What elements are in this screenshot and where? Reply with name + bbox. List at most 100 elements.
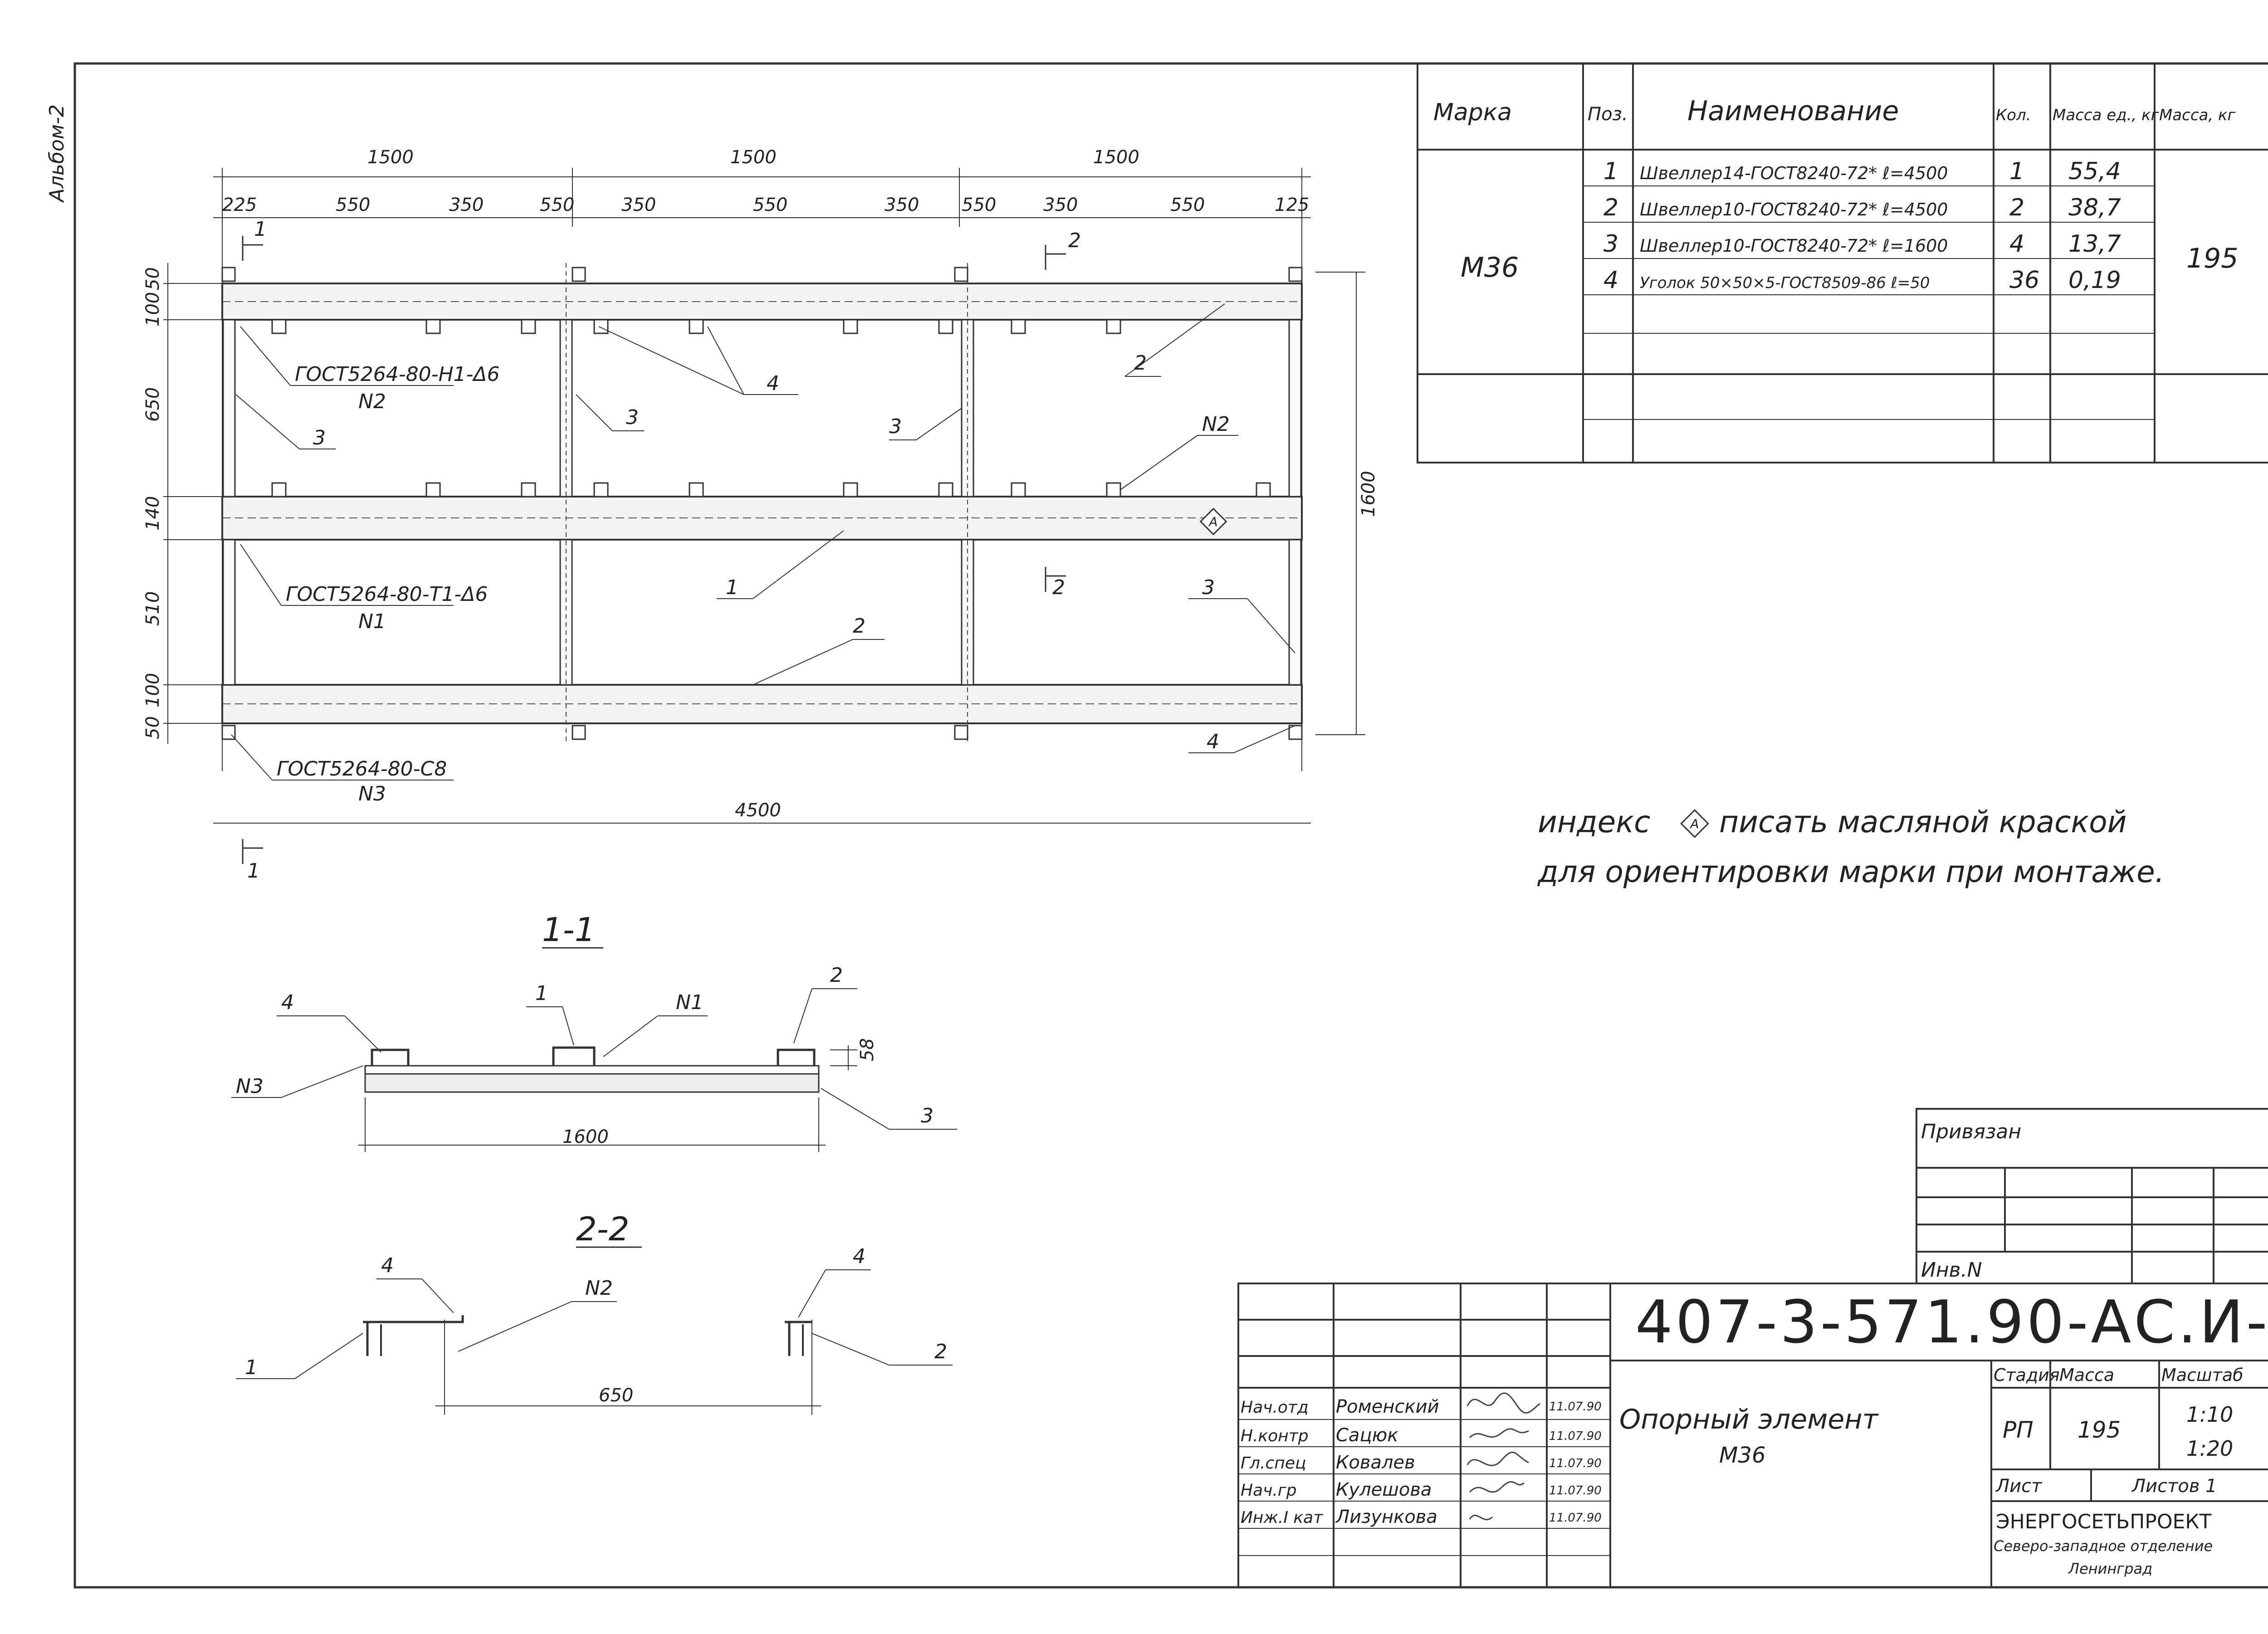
org-name: ЭНЕРГОСЕТЬПРОЕКТ — [1996, 1510, 2211, 1533]
index-mark-icon — [1199, 507, 1227, 536]
role: Н.контр — [1241, 1427, 1309, 1445]
drawing-name-1: Опорный элемент — [1619, 1404, 1879, 1435]
th-unit-mass: Масса ед., кг — [2053, 106, 2160, 124]
row-name: Швеллер14-ГОСТ8240-72* ℓ=4500 — [1640, 163, 1948, 183]
sub-dim: 550 — [962, 195, 996, 215]
spec-row: 3 Швеллер10-ГОСТ8240-72* ℓ=1600 4 13,7 — [1603, 230, 2121, 258]
row-unit-mass: 38,7 — [2068, 194, 2121, 221]
note-line1-b: писать масляной краской — [1719, 805, 2127, 839]
signature-row: Гл.спец Ковалев 11.07.90 — [1241, 1452, 1602, 1473]
stage-header: Стадия — [1994, 1365, 2060, 1385]
role: Нач.гр — [1241, 1481, 1297, 1500]
row-name: Уголок 50×50×5-ГОСТ8509-86 ℓ=50 — [1640, 274, 1930, 292]
org-city: Ленинград — [2068, 1560, 2152, 1577]
section-title: 1-1 — [542, 911, 596, 949]
index-mark-letter: А — [1208, 514, 1217, 529]
weld-label: ГОСТ5264-80-Т1-Δ6 — [286, 583, 488, 606]
section-mark: 2 — [1052, 576, 1065, 599]
sub-dim: 550 — [753, 195, 787, 215]
callout: 3 — [313, 426, 326, 449]
row-pos: 1 — [1603, 158, 1618, 185]
weld-label-sub: N2 — [358, 390, 386, 413]
sub-dim: 350 — [885, 195, 919, 215]
dim-top-1: 1500 — [367, 147, 414, 168]
dim-top-2: 1500 — [730, 147, 777, 168]
index-mark-note-letter: А — [1689, 816, 1699, 831]
signatures — [1466, 1392, 1540, 1521]
role: Гл.спец — [1241, 1454, 1306, 1473]
callout: 2 — [1134, 351, 1147, 375]
callout: 3 — [626, 406, 639, 429]
th-mark: Марка — [1433, 99, 1512, 126]
sheet-frame — [73, 62, 2268, 1589]
spec-total-mass: 195 — [2186, 243, 2239, 274]
scale-header: Масштаб — [2161, 1365, 2244, 1385]
title-block — [1237, 1283, 2268, 1588]
callout: 4 — [767, 372, 779, 395]
bottom-dim: 4500 — [735, 800, 781, 821]
weld-label-sub: N3 — [358, 782, 386, 805]
section-label: N1 — [676, 991, 704, 1014]
left-dim: 100 — [142, 673, 163, 707]
row-unit-mass: 13,7 — [2068, 230, 2121, 258]
date: 11.07.90 — [1549, 1511, 1602, 1525]
section-label: 4 — [853, 1245, 865, 1268]
row-qty: 4 — [2009, 230, 2024, 258]
section-height-dim: 58 — [857, 1038, 878, 1061]
row-qty: 36 — [2009, 267, 2039, 294]
angle-clips — [221, 267, 1303, 740]
signature-row: Нач.гр Кулешова 11.07.90 — [1241, 1479, 1602, 1500]
signature-row: Н.контр Сацюк 11.07.90 — [1241, 1425, 1602, 1446]
tie-label: Привязан — [1921, 1120, 2021, 1143]
spec-table — [1417, 63, 2268, 463]
signature-row: Инж.I кат Лизункова 11.07.90 — [1241, 1507, 1602, 1527]
row-name: Швеллер10-ГОСТ8240-72* ℓ=4500 — [1640, 200, 1948, 219]
row-pos: 2 — [1603, 194, 1618, 221]
section-mark: 2 — [1068, 229, 1081, 252]
left-dim: 100 — [142, 292, 163, 327]
right-dim: 1600 — [1358, 471, 1379, 517]
section-label: 1 — [535, 982, 548, 1005]
left-dim: 510 — [142, 591, 163, 626]
section-label: 1 — [245, 1356, 258, 1379]
date: 11.07.90 — [1549, 1457, 1602, 1470]
callout: 1 — [726, 576, 738, 599]
section-2-2: 2-2 650 4 N2 4 1 2 — [236, 1210, 953, 1415]
date: 11.07.90 — [1549, 1400, 1602, 1414]
spec-row: 4 Уголок 50×50×5-ГОСТ8509-86 ℓ=50 36 0,1… — [1603, 267, 2121, 294]
inv-label: Инв.N — [1921, 1258, 1982, 1282]
person-name: Ковалев — [1336, 1452, 1415, 1473]
plan-view: А 1500 1500 1500 225 550 350 550 — [142, 147, 1379, 883]
note-line2: для ориентировки марки при монтаже. — [1537, 854, 2165, 889]
callout: 3 — [889, 415, 902, 438]
section-label: 4 — [381, 1254, 394, 1277]
callout: 4 — [1207, 730, 1219, 753]
section-label: 3 — [921, 1104, 934, 1127]
sub-dim: 550 — [336, 195, 370, 215]
section-label: 2 — [934, 1340, 947, 1363]
th-pos: Поз. — [1588, 104, 1628, 125]
stage-value: РП — [2003, 1417, 2033, 1443]
sub-dim: 350 — [1043, 195, 1078, 215]
mass-value: 195 — [2077, 1417, 2121, 1443]
row-pos: 3 — [1603, 230, 1618, 258]
sub-dim: 350 — [449, 195, 484, 215]
role: Нач.отд — [1241, 1398, 1309, 1417]
person-name: Роменский — [1336, 1396, 1439, 1417]
section-label: N3 — [236, 1075, 264, 1098]
person-name: Кулешова — [1336, 1479, 1432, 1500]
spec-mark: М36 — [1461, 252, 1519, 283]
signature-row: Нач.отд Роменский 11.07.90 — [1241, 1396, 1602, 1417]
row-pos: 4 — [1603, 267, 1618, 294]
dim-top-3: 1500 — [1093, 147, 1139, 168]
th-qty: Кол. — [1996, 106, 2031, 124]
th-name: Наименование — [1687, 95, 1899, 127]
weld-label: ГОСТ5264-80-Н1-Δ6 — [295, 363, 500, 386]
drawing-code: 407-3-571.90-АС.И-18 — [1635, 1288, 2268, 1356]
mass-header: Масса — [2059, 1365, 2114, 1385]
sub-dim: 125 — [1275, 195, 1309, 215]
sub-dim: 350 — [621, 195, 656, 215]
left-dim: 50 — [142, 267, 163, 290]
tie-in-block — [1916, 1108, 2268, 1284]
date: 11.07.90 — [1549, 1429, 1602, 1443]
